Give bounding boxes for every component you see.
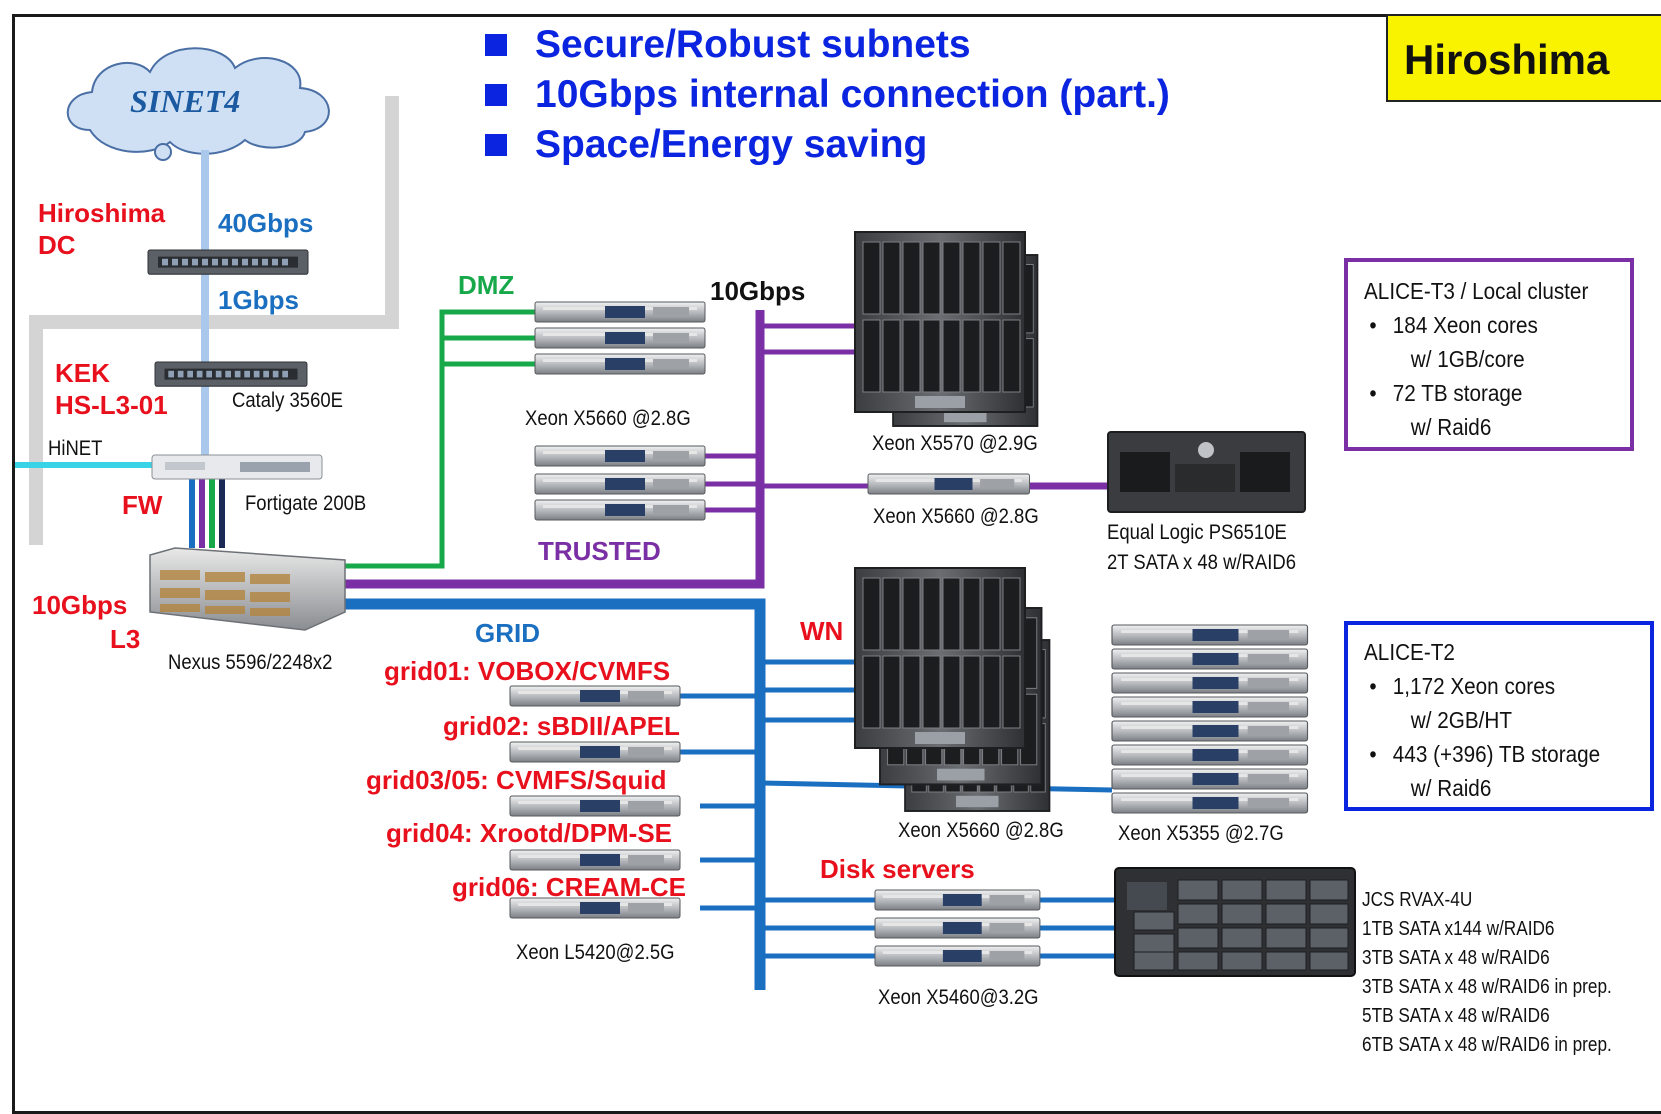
network-diagram: SINET4 xyxy=(0,0,1661,1058)
network-links: SINET4 xyxy=(14,47,1356,990)
cloud-logo-text: SINET4 xyxy=(130,83,240,119)
catalyst-caption: Cataly 3560E xyxy=(232,389,343,412)
dc-label-line2: DC xyxy=(38,230,76,260)
alice-t2-item: 1,172 Xeon cores xyxy=(1364,669,1621,703)
headline-bullets: Secure/Robust subnets 10Gbps internal co… xyxy=(485,20,1170,170)
alice-t2-title: ALICE-T2 xyxy=(1364,639,1455,665)
jcs-spec-line: 3TB SATA x 48 w/RAID6 xyxy=(1362,947,1550,969)
l3-label: L3 xyxy=(110,624,141,654)
alice-t2-item-sub: w/ Raid6 xyxy=(1410,775,1492,801)
equal-logic-spec: 2T SATA x 48 w/RAID6 xyxy=(1107,551,1296,574)
l3-speed-label: 10Gbps xyxy=(32,590,128,620)
grid-node-label: grid04: Xrootd/DPM-SE xyxy=(386,818,673,848)
switch-icon xyxy=(154,361,308,387)
wn-blade-caption: Xeon X5660 @2.8G xyxy=(898,819,1064,842)
bullet-item: Space/Energy saving xyxy=(485,120,1170,170)
alice-t2-item-sub: w/ 2GB/HT xyxy=(1410,707,1513,733)
alice-t3-item: 184 Xeon cores xyxy=(1364,308,1603,342)
rack-server-icon xyxy=(1111,624,1309,814)
fw-label: FW xyxy=(122,490,163,520)
grid-node-label: grid06: CREAM-CE xyxy=(452,872,687,902)
alice-t3-item-sub: w/ 1GB/core xyxy=(1410,346,1525,372)
downlink-speed: 1Gbps xyxy=(218,285,299,315)
nexus-caption: Nexus 5596/2248x2 xyxy=(168,651,333,674)
fortigate-caption: Fortigate 200B xyxy=(245,492,367,515)
grid-label: GRID xyxy=(475,618,540,648)
grid-node-label: grid03/05: CVMFS/Squid xyxy=(366,765,667,795)
dmz-label: DMZ xyxy=(458,270,515,300)
grid-node-label: grid02: sBDII/APEL xyxy=(443,711,680,741)
trusted-label: TRUSTED xyxy=(538,536,661,566)
alice-t3-item: 72 TB storage xyxy=(1364,376,1603,410)
uplink-speed: 40Gbps xyxy=(218,208,314,238)
alice-t3-item-sub: w/ Raid6 xyxy=(1410,414,1492,440)
blade-chassis-icon xyxy=(854,231,1039,427)
square-bullet-icon xyxy=(485,84,507,106)
alice-t3-title: ALICE-T3 / Local cluster xyxy=(1364,278,1589,304)
alice-t2-item: 443 (+396) TB storage xyxy=(1364,737,1621,771)
disk-server-caption: Xeon X5460@3.2G xyxy=(878,986,1039,1009)
jcs-spec-line: 6TB SATA x 48 w/RAID6 in prep. xyxy=(1362,1034,1612,1056)
internal-speed: 10Gbps xyxy=(710,276,806,306)
hinet-label: HiNET xyxy=(48,437,103,460)
dmz-server-caption: Xeon X5660 @2.8G xyxy=(525,407,691,430)
blade-top-caption: Xeon X5570 @2.9G xyxy=(872,432,1038,455)
campus-path xyxy=(29,96,399,545)
storage-array-icon xyxy=(1107,431,1306,513)
kek-label-line2: HS-L3-01 xyxy=(55,390,168,420)
dc-label: Hiroshima xyxy=(38,198,166,228)
core-switch-icon xyxy=(149,547,346,631)
jcs-spec-list: JCS RVAX-4U 1TB SATA x144 w/RAID6 3TB SA… xyxy=(1362,886,1612,1060)
switch-icon xyxy=(147,249,309,275)
trusted-server-caption: Xeon X5660 @2.8G xyxy=(873,505,1039,528)
grid-server-caption: Xeon L5420@2.5G xyxy=(516,941,675,964)
firewall-icon xyxy=(151,454,323,480)
blade-chassis-icon xyxy=(854,567,1051,812)
cloud-icon: SINET4 xyxy=(66,47,330,161)
kek-label: KEK xyxy=(55,358,110,388)
alice-t2-box: ALICE-T2 1,172 Xeon cores w/ 2GB/HT 443 … xyxy=(1344,621,1654,811)
equal-logic-caption: Equal Logic PS6510E xyxy=(1107,521,1287,544)
rack-server-icon xyxy=(874,889,1041,967)
jcs-spec-line: 5TB SATA x 48 w/RAID6 xyxy=(1362,1005,1550,1027)
bullet-item: 10Gbps internal connection (part.) xyxy=(485,70,1170,120)
disk-enclosure-icon xyxy=(1114,867,1356,977)
jcs-title: JCS RVAX-4U xyxy=(1362,889,1473,911)
rack-server-icon xyxy=(534,301,706,375)
rack-server-icon xyxy=(534,445,706,521)
square-bullet-icon xyxy=(485,34,507,56)
wn-label: WN xyxy=(800,616,844,646)
rack-server-icon xyxy=(867,473,1030,495)
jcs-spec-line: 1TB SATA x144 w/RAID6 xyxy=(1362,918,1555,940)
disk-servers-label: Disk servers xyxy=(820,854,975,884)
square-bullet-icon xyxy=(485,134,507,156)
wn-rack-caption: Xeon X5355 @2.7G xyxy=(1118,822,1284,845)
alice-t3-box: ALICE-T3 / Local cluster 184 Xeon cores … xyxy=(1344,258,1634,451)
jcs-spec-line: 3TB SATA x 48 w/RAID6 in prep. xyxy=(1362,976,1612,998)
site-badge: Hiroshima xyxy=(1386,14,1661,102)
grid-node-label: grid01: VOBOX/CVMFS xyxy=(384,656,671,686)
bullet-item: Secure/Robust subnets xyxy=(485,20,1170,70)
